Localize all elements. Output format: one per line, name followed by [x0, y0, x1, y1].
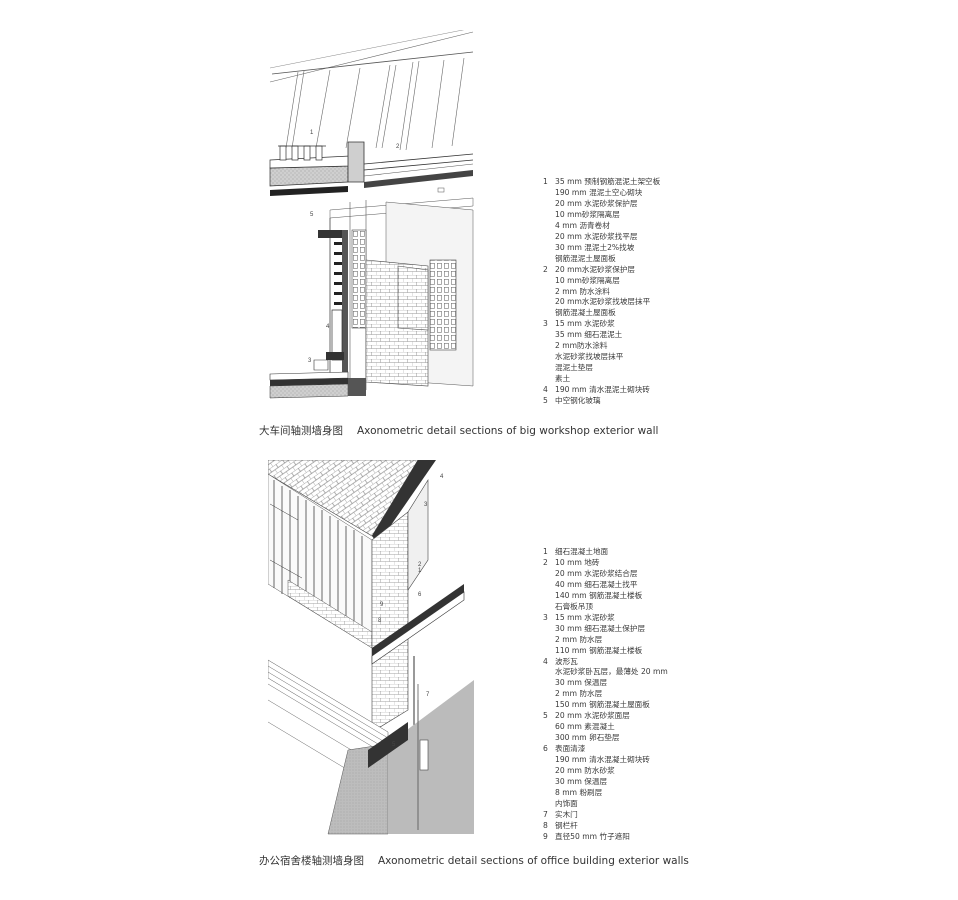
callout-8: 8 [378, 618, 382, 624]
legend-item: 10 mm砂浆隔离层 [555, 209, 620, 219]
legend-item: 10 mm砂浆隔离层 [555, 275, 620, 285]
office-caption-en: Axonometric detail sections of office bu… [378, 855, 689, 867]
legend-item: 20 mm 水泥砂浆结合层 [555, 568, 638, 578]
legend-item: 110 mm 钢筋混凝土楼板 [555, 645, 643, 655]
legend-item: 30 mm 保温层 [555, 777, 608, 787]
legend-item: 素土 [555, 374, 571, 384]
legend-item: 40 mm 细石混凝土找平 [555, 579, 638, 589]
callout-3: 3 [308, 358, 312, 364]
callout-1: 1 [310, 130, 314, 136]
legend-item: 水泥砂浆卧瓦层，最薄处 20 mm [555, 667, 668, 677]
callout-2: 2 [396, 144, 400, 150]
legend-item: 2 mm 防水层 [555, 634, 603, 644]
workshop-caption-zh: 大车间轴测墙身图 [259, 425, 343, 437]
workshop-caption-en: Axonometric detail sections of big works… [357, 425, 659, 437]
legend-item: 20 mm 防水砂浆 [555, 766, 615, 776]
legend-item: 190 mm 清水混凝土砌块砖 [555, 755, 650, 765]
legend-item: 水泥砂浆找坡层抹平 [555, 352, 624, 362]
legend-item: 2 mm 防水涂料 [555, 286, 610, 296]
legend-item: 20 mm水泥砂浆找坡层抹平 [555, 297, 651, 307]
legend-item: 20 mm 水泥砂浆保护层 [555, 198, 638, 208]
legend-item: 30 mm 混泥土2%找坡 [555, 242, 635, 252]
legend-item: 300 mm 卵石垫层 [555, 733, 620, 743]
callout-4: 4 [326, 324, 330, 330]
legend-item: 190 mm 混泥土空心砌块 [555, 187, 643, 197]
legend-item: 30 mm 细石混凝土保护层 [555, 623, 646, 633]
legend-item: 混泥土垫层 [555, 363, 593, 373]
legend-item: 30 mm 保温层 [555, 678, 608, 688]
legend-item: 20 mm 水泥砂浆找平层 [555, 231, 638, 241]
callout-2: 2 [418, 562, 422, 568]
office-caption-zh: 办公宿舍楼轴测墙身图 [259, 855, 364, 867]
callout-9: 9 [380, 602, 384, 608]
legend-item: 内饰面 [555, 798, 578, 808]
callout-1: 1 [418, 568, 422, 574]
legend-item: 2 mm 防水层 [555, 689, 603, 699]
legend-item: 35 mm 细石混泥土 [555, 330, 623, 340]
callout-7: 7 [426, 692, 430, 698]
legend-item: 2 mm防水涂料 [555, 341, 608, 351]
callout-3: 3 [424, 502, 428, 508]
legend-item: 8 mm 粉刷层 [555, 787, 603, 797]
callout-4: 4 [440, 474, 444, 480]
callout-6: 6 [418, 592, 422, 598]
legend-item: 60 mm 素混凝土 [555, 722, 615, 732]
workshop-wall-axonometric: 1 2 3 4 5 [269, 30, 474, 399]
callout-5: 5 [310, 212, 314, 218]
office-caption: 办公宿舍楼轴测墙身图 Axonometric detail sections of… [259, 853, 689, 868]
callout-5: 5 [392, 742, 396, 748]
legend-item: 150 mm 钢筋混凝土屋面板 [555, 700, 650, 710]
workshop-caption: 大车间轴测墙身图 Axonometric detail sections of b… [259, 423, 658, 438]
legend-item: 钢筋混泥土屋面板 [555, 253, 616, 263]
legend-item: 140 mm 钢筋混凝土楼板 [555, 590, 643, 600]
legend-item: 石膏板吊顶 [555, 601, 593, 611]
legend-item: 钢筋混凝土屋面板 [555, 308, 616, 318]
legend-item: 4 mm 沥青卷材 [555, 220, 610, 230]
office-wall-axonometric: 4 3 2 1 6 9 8 7 5 [268, 460, 474, 835]
